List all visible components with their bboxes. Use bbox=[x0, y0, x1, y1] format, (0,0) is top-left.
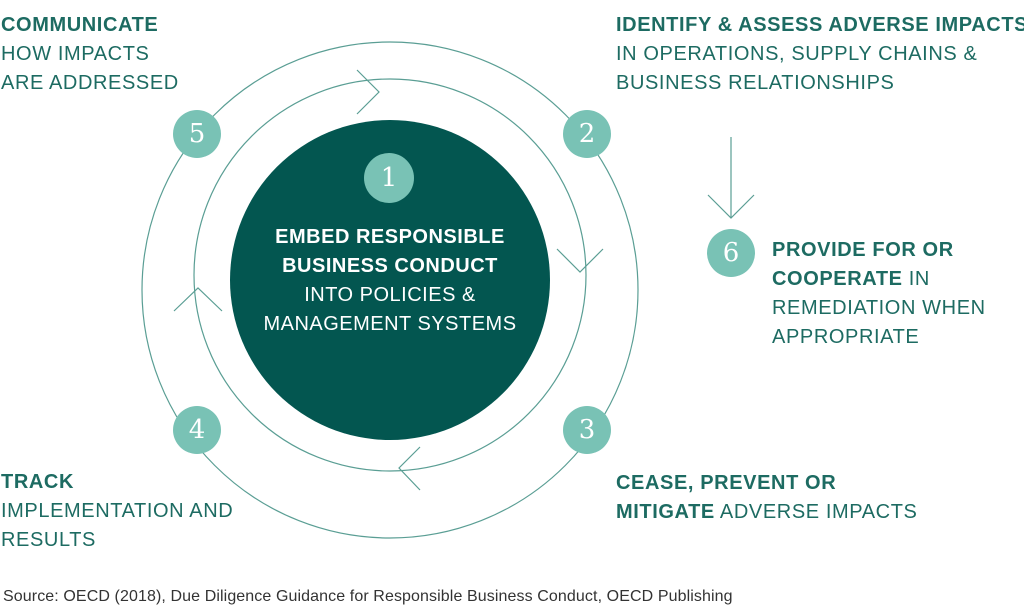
step-3-badge: 3 bbox=[563, 406, 611, 454]
step-3-label: CEASE, PREVENT OR MITIGATE ADVERSE IMPAC… bbox=[616, 469, 917, 527]
step-4-badge: 4 bbox=[173, 406, 221, 454]
step-6-line-3: REMEDIATION WHEN bbox=[772, 297, 986, 319]
arrow-to-step-6-head-icon bbox=[707, 194, 755, 219]
step-3-title-line-2: MITIGATE bbox=[616, 501, 715, 523]
center-line-4: MANAGEMENT SYSTEMS bbox=[263, 313, 517, 335]
arrow-top-right-icon bbox=[356, 69, 380, 115]
step-2-badge: 2 bbox=[563, 110, 611, 158]
arrow-bottom-left-icon bbox=[398, 446, 421, 491]
step-6-label: PROVIDE FOR OR COOPERATE IN REMEDIATION … bbox=[772, 236, 986, 352]
step-3-title-line-1: CEASE, PREVENT OR bbox=[616, 472, 837, 494]
step-4-line-3: RESULTS bbox=[1, 529, 96, 551]
step-5-label: COMMUNICATE HOW IMPACTS ARE ADDRESSED bbox=[1, 11, 179, 98]
step-6-line-2: COOPERATE IN bbox=[772, 265, 986, 294]
arrow-left-up-icon bbox=[173, 287, 223, 312]
step-6-line-2-rest: IN bbox=[902, 268, 930, 290]
step-1-badge: 1 bbox=[364, 153, 414, 203]
center-circle bbox=[230, 120, 550, 440]
step-6-badge: 6 bbox=[707, 229, 755, 277]
step-5-line-2: HOW IMPACTS bbox=[1, 43, 150, 65]
step-5-badge: 5 bbox=[173, 110, 221, 158]
outer-ring bbox=[141, 41, 639, 539]
step-3-line-2: MITIGATE ADVERSE IMPACTS bbox=[616, 498, 917, 527]
step-2-title: IDENTIFY & ASSESS ADVERSE IMPACTS bbox=[616, 14, 1024, 36]
center-bold-line-2: BUSINESS CONDUCT bbox=[282, 255, 498, 277]
step-3-line-2-rest: ADVERSE IMPACTS bbox=[714, 501, 918, 523]
center-label: EMBED RESPONSIBLE BUSINESS CONDUCT INTO … bbox=[232, 223, 548, 339]
center-line-3: INTO POLICIES & bbox=[304, 284, 476, 306]
step-5-line-3: ARE ADDRESSED bbox=[1, 72, 179, 94]
step-5-title: COMMUNICATE bbox=[1, 14, 159, 36]
step-2-line-2: IN OPERATIONS, SUPPLY CHAINS & bbox=[616, 43, 978, 65]
step-4-label: TRACK IMPLEMENTATION AND RESULTS bbox=[1, 468, 233, 555]
arrow-right-down-icon bbox=[556, 248, 604, 273]
step-4-title: TRACK bbox=[1, 471, 74, 493]
step-2-line-3: BUSINESS RELATIONSHIPS bbox=[616, 72, 895, 94]
center-bold-line-1: EMBED RESPONSIBLE bbox=[275, 226, 505, 248]
step-2-label: IDENTIFY & ASSESS ADVERSE IMPACTS IN OPE… bbox=[616, 11, 1024, 98]
step-6-title-line-1: PROVIDE FOR OR bbox=[772, 239, 954, 261]
step-6-line-4: APPROPRIATE bbox=[772, 326, 920, 348]
inner-ring bbox=[193, 78, 587, 472]
step-6-title-line-2: COOPERATE bbox=[772, 268, 903, 290]
step-4-line-2: IMPLEMENTATION AND bbox=[1, 500, 234, 522]
source-note: Source: OECD (2018), Due Diligence Guida… bbox=[3, 588, 733, 605]
